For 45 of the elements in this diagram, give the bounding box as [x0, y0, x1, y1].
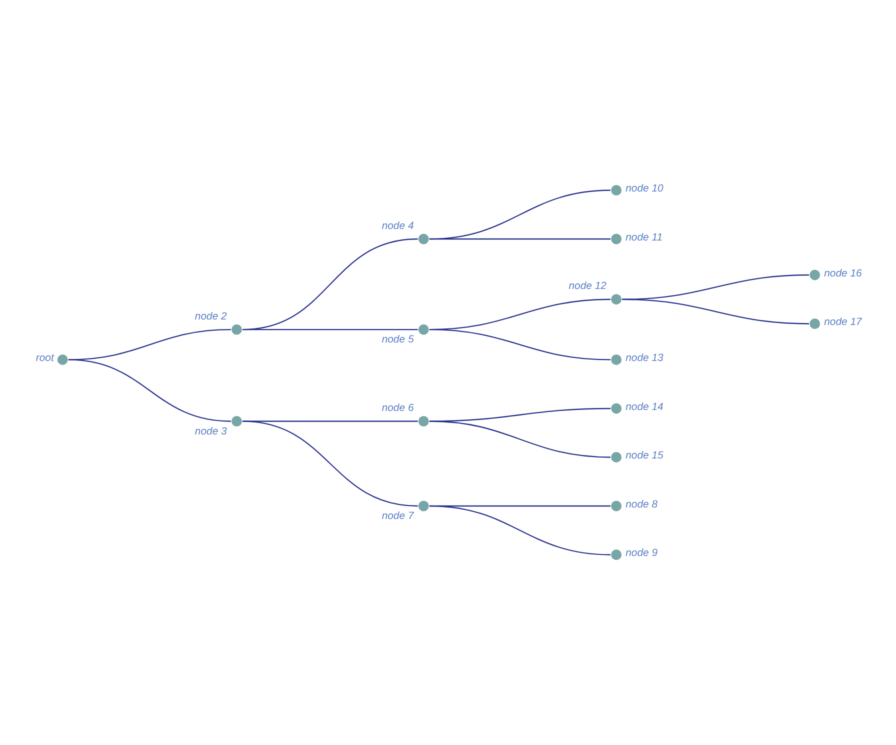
node-circle: [611, 550, 622, 560]
connector: [429, 238, 611, 240]
node-circle: [418, 324, 429, 335]
node-label: node 12: [568, 281, 606, 292]
connector: [429, 505, 611, 556]
node-circle: [418, 416, 429, 426]
node-circle: [611, 500, 622, 512]
node-circle: [57, 354, 68, 365]
node-circle: [611, 403, 622, 414]
connector: [242, 328, 418, 330]
node-label: node 7: [382, 510, 414, 522]
connector: [242, 420, 418, 422]
node-circle: [232, 324, 242, 335]
node-label: node 15: [626, 450, 664, 462]
node-circle: [611, 185, 622, 196]
connector: [242, 420, 418, 507]
node-label: node 16: [824, 268, 862, 280]
connector: [622, 298, 810, 324]
node-circle: [418, 234, 429, 244]
connector: [68, 359, 231, 422]
node-circle: [611, 354, 622, 365]
node-label: node 4: [382, 220, 414, 232]
node-label: node 8: [626, 499, 658, 510]
node-circle: [611, 452, 622, 462]
node-label: node 11: [626, 232, 663, 244]
connector: [242, 238, 418, 330]
node-circle: [810, 270, 820, 280]
node-circle: [611, 294, 622, 305]
connector: [429, 190, 611, 240]
node-circle: [611, 234, 622, 244]
connector: [429, 328, 611, 360]
node-label: node 14: [626, 402, 664, 413]
node-circle: [810, 318, 820, 329]
node-label: node 17: [824, 317, 862, 328]
node-label: node 9: [626, 548, 658, 560]
node-circle: [418, 500, 429, 512]
node-label: root: [36, 353, 54, 364]
node-label: node 6: [382, 403, 414, 414]
node-circle: [232, 416, 242, 426]
node-label: node 13: [626, 353, 664, 364]
node-label: node 5: [382, 334, 414, 346]
node-label: node 10: [626, 184, 664, 195]
connector: [429, 420, 611, 458]
node-label: node 2: [194, 311, 227, 322]
node-label: node 3: [194, 426, 227, 438]
